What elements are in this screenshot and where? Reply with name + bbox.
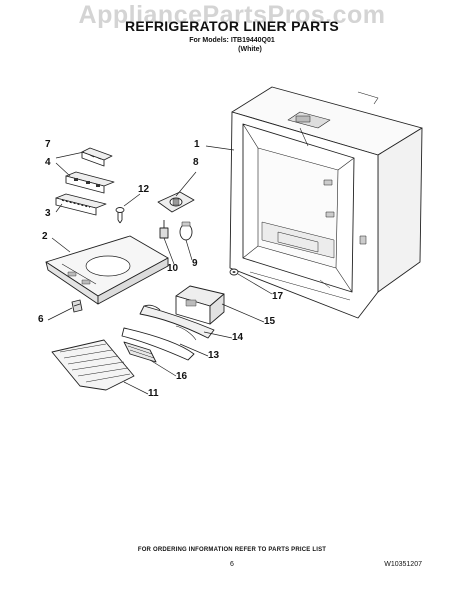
callout-17: 17: [272, 291, 284, 302]
part-11-crisper-grille: [51, 339, 135, 391]
part-12-screw: [115, 207, 125, 224]
page-title: REFRIGERATOR LINER PARTS: [124, 18, 340, 34]
callout-12: 12: [138, 184, 150, 195]
callout-8: 8: [193, 157, 199, 168]
part-1-liner: [229, 86, 423, 319]
part-6-clip: [71, 299, 83, 313]
callout-6: 6: [38, 314, 44, 325]
part-9-light-bulb: [179, 221, 193, 241]
part-10-socket: [159, 220, 169, 239]
leader-lines: [47, 145, 273, 395]
callout-7: 7: [45, 139, 51, 150]
part-7-bracket: [81, 147, 113, 167]
callout-16: 16: [176, 371, 188, 382]
part-13-duct-cover: [121, 325, 197, 361]
document-number: W10351207: [384, 561, 422, 568]
callout-14: 14: [232, 332, 244, 343]
part-4-control-housing: [65, 171, 115, 194]
model-subtitle: For Models: ITB19440Q01 (White): [0, 36, 464, 54]
page-number: 6: [230, 561, 234, 568]
callout-9: 9: [192, 258, 198, 269]
part-15-damper: [175, 285, 225, 325]
color-line: (White): [238, 46, 262, 53]
callout-1: 1: [194, 139, 200, 150]
watermark: AppliancePartsPros.com: [78, 1, 386, 29]
part-16-grille: [123, 341, 157, 363]
part-14-duct: [139, 304, 215, 339]
part-17-grommet: [229, 268, 239, 276]
part-2-control-panel: [45, 235, 169, 305]
callout-13: 13: [208, 350, 220, 361]
part-8-light-socket: [157, 191, 195, 213]
ordering-note: FOR ORDERING INFORMATION REFER TO PARTS …: [137, 547, 327, 553]
callout-4: 4: [45, 157, 51, 168]
models-line: For Models: ITB19440Q01: [189, 37, 275, 44]
callout-2: 2: [42, 231, 48, 242]
callout-11: 11: [148, 388, 159, 399]
callout-15: 15: [264, 316, 276, 327]
part-3-control-label: [55, 193, 107, 216]
callout-10: 10: [167, 263, 179, 274]
callout-3: 3: [45, 208, 51, 219]
